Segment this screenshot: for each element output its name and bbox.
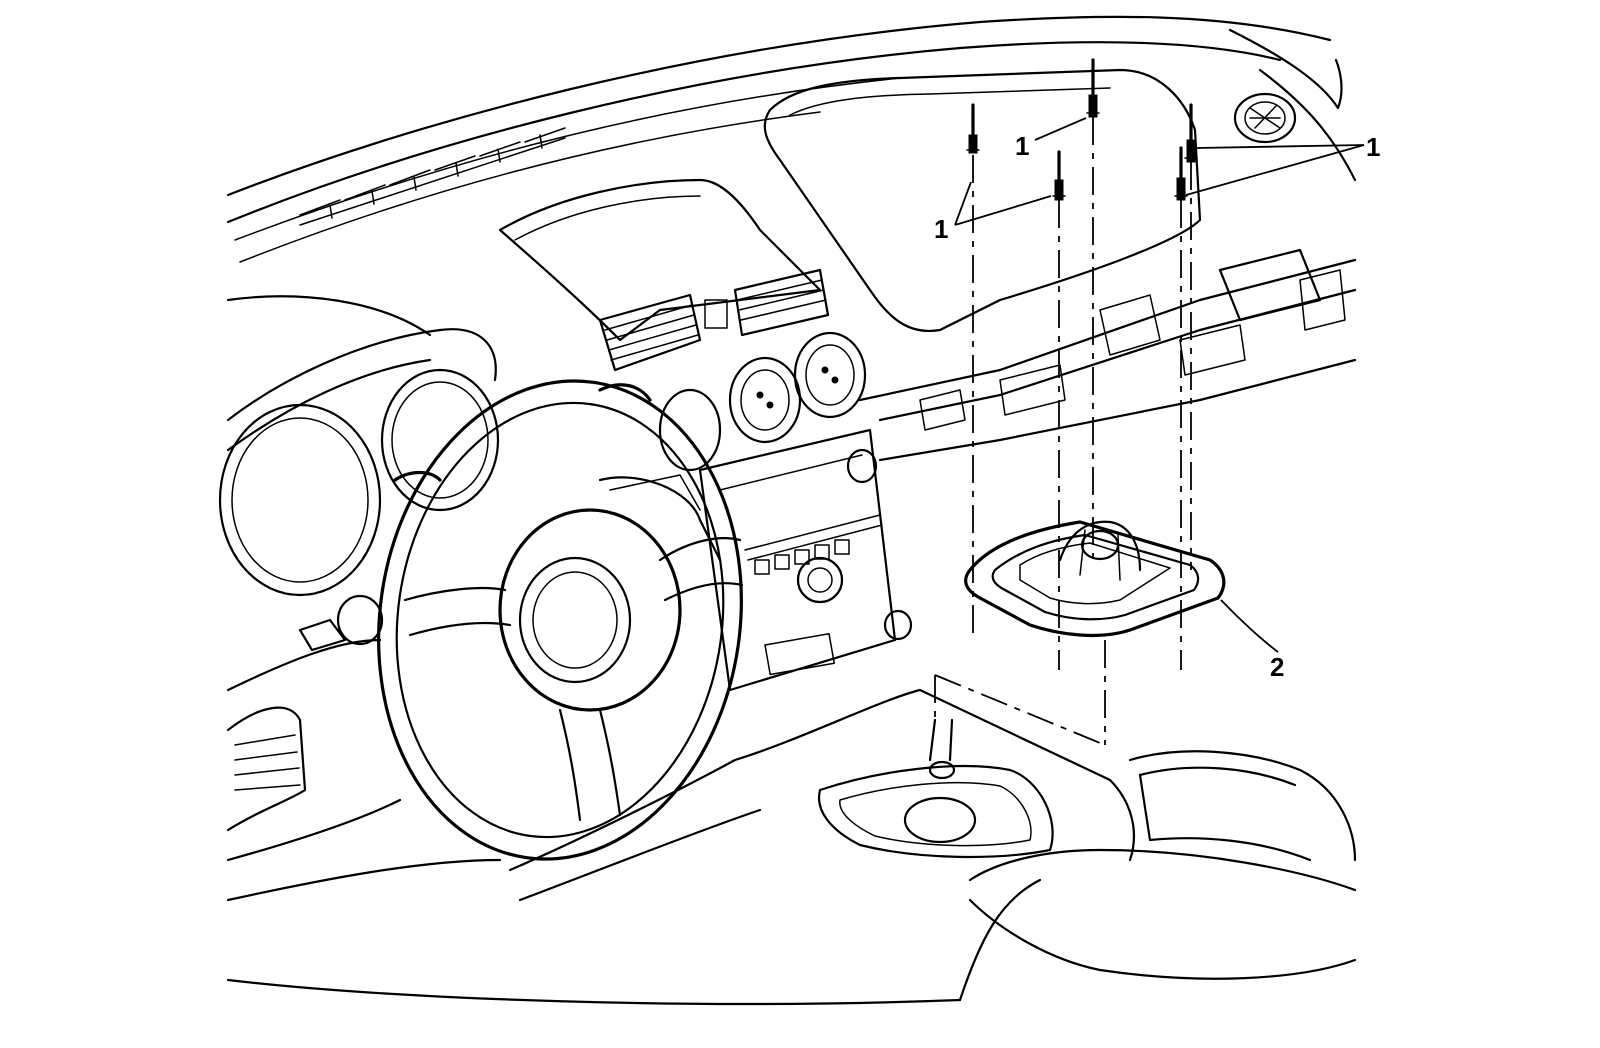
callout-labels: 1 1 1 2 [934, 131, 1380, 682]
leader-lines [954, 117, 1365, 653]
center-console [508, 688, 1357, 1002]
fastener-center-left [1052, 150, 1066, 201]
seat-right [968, 750, 1357, 980]
hvac-gauges [658, 331, 867, 472]
callout-fastener-group-a: 1 [934, 214, 948, 244]
callout-fastener-group-c: 1 [1366, 132, 1380, 162]
ignition-switch [298, 594, 384, 652]
side-air-vent-right [1233, 92, 1297, 144]
fastener-left [966, 103, 980, 154]
defroster-vent [299, 127, 566, 226]
radio-control-panel [698, 428, 913, 692]
upper-dash-pad [763, 68, 1202, 333]
callout-shifter-bezel: 2 [1270, 652, 1284, 682]
steering-wheel [377, 379, 744, 861]
left-air-vent [226, 706, 307, 832]
fastener-right-lower [1174, 146, 1188, 201]
lower-dash-left [226, 638, 962, 1006]
shifter-boot-lower [817, 718, 1054, 859]
fastener-center-top [1086, 58, 1100, 118]
installation-lines [934, 117, 1192, 746]
shifter-bezel [964, 520, 1226, 638]
callout-fastener-group-b: 1 [1015, 131, 1029, 161]
center-air-vents [598, 268, 830, 372]
right-dash-interior [858, 248, 1357, 462]
steering-column [598, 474, 722, 562]
dashboard-top-outline [226, 15, 1357, 263]
instrument-cluster [218, 295, 500, 597]
center-display-hood [498, 178, 822, 342]
